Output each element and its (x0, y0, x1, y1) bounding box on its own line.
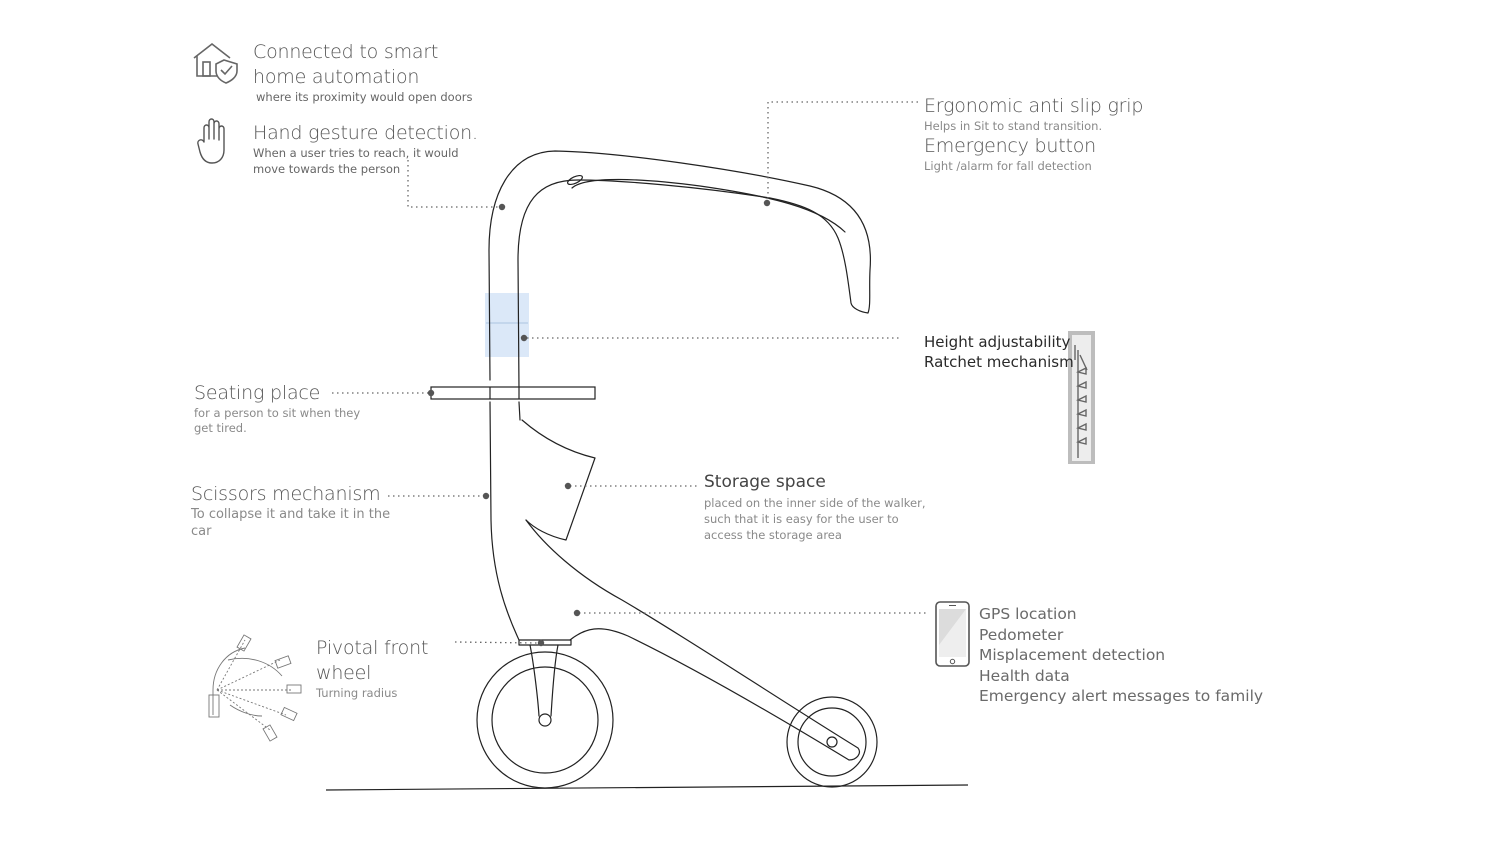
walker-frame (488, 150, 872, 761)
storage-title: Storage space (704, 472, 826, 492)
phone-feature-emergency-alert: Emergency alert messages to family (979, 687, 1264, 705)
phone-feature-gps: GPS location (979, 605, 1077, 623)
height-line-2: Ratchet mechanism (924, 353, 1074, 371)
gesture-note-1: When a user tries to reach, it would (253, 146, 459, 160)
seating-note-1: for a person to sit when they (194, 406, 361, 420)
seating-title: Seating place (194, 382, 321, 404)
smart-home-shield-icon (193, 42, 238, 84)
smartphone-icon (935, 601, 970, 667)
gesture-title: Hand gesture detection. (253, 122, 478, 144)
scissors-note-1: To collapse it and take it in the (191, 507, 391, 522)
smart-home-title-2: home automation (253, 66, 420, 88)
height-adjust-highlight (485, 293, 529, 357)
storage-note-3: access the storage area (704, 528, 842, 542)
grip-title: Ergonomic anti slip grip (924, 95, 1144, 117)
scissors-title: Scissors mechanism (191, 483, 381, 505)
callout-lines (332, 101, 926, 644)
phone-feature-misplacement: Misplacement detection (979, 646, 1166, 664)
rear-wheel (786, 696, 878, 788)
pivot-title-2: wheel (316, 662, 372, 684)
emergency-title: Emergency button (924, 135, 1097, 157)
turning-radius-icon (208, 634, 302, 742)
emergency-note: Light /alarm for fall detection (924, 159, 1092, 173)
front-wheel (476, 651, 614, 789)
gesture-note-2: move towards the person (253, 162, 401, 176)
storage-note-1: placed on the inner side of the walker, (704, 496, 926, 510)
ratchet-mechanism-icon (1068, 331, 1095, 464)
height-line-1: Height adjustability (924, 333, 1071, 351)
raised-hand-icon (197, 118, 225, 164)
emergency-button (567, 174, 583, 186)
scissors-note-2: car (191, 524, 212, 539)
seating-note-2: get tired. (194, 421, 247, 435)
callout-dots (427, 199, 771, 647)
phone-feature-health: Health data (979, 666, 1070, 685)
smart-home-note: where its proximity would open doors (256, 90, 473, 104)
smart-home-title-1: Connected to smart (253, 41, 439, 63)
pivot-note: Turning radius (316, 686, 398, 700)
phone-feature-pedometer: Pedometer (979, 625, 1064, 644)
storage-note-2: such that it is easy for the user to (704, 512, 899, 526)
ground-line (325, 784, 969, 791)
grip-note: Helps in Sit to stand transition. (924, 119, 1103, 133)
seat-bar (430, 386, 596, 400)
pivot-title-1: Pivotal front (316, 637, 429, 659)
